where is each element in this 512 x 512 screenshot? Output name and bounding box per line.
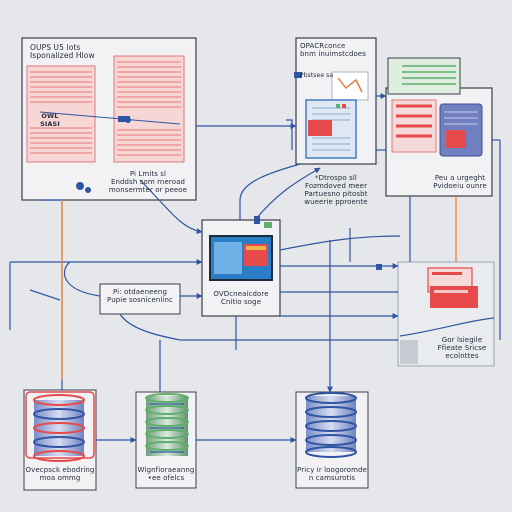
green-document <box>387 57 461 95</box>
node-right-mid-caption: Gor lsiegile Ffieate Sricse ecolnttes <box>437 336 487 360</box>
node-bottom-center-caption: Wlgnfioraeanng •ee ofelcs <box>137 466 195 482</box>
node-bottom-center[interactable] <box>135 391 197 489</box>
connector-plug-icon <box>118 116 130 122</box>
node-top-left[interactable] <box>21 37 197 201</box>
node-left-mid-caption: Pi: otdaeneeng Pupie sosnicenlinc <box>107 288 173 304</box>
node-bottom-right-caption: Pricy ir loogoromde n camsurotis <box>297 466 367 482</box>
node-bottom-right[interactable] <box>295 391 369 489</box>
node-top-left-caption: Pi Lmits sl Enddsh som rneroad monsermte… <box>108 170 188 194</box>
node-center-caption: OVDcneaicdore Cnitio soge <box>213 290 269 306</box>
node-right-mid[interactable] <box>397 261 495 367</box>
node-left-mid-frame <box>99 283 181 315</box>
accent-lines <box>61 196 457 380</box>
node-left-mid[interactable] <box>99 283 181 315</box>
node-top-left-inner-label: OWL SIASI <box>40 112 60 128</box>
node-top-center-sublabel: Pbstsee sa <box>300 72 334 79</box>
doc-lines-left <box>30 71 92 154</box>
node-bottom-left[interactable] <box>23 389 97 491</box>
doc-lines-right <box>117 61 181 156</box>
mini-diagram-card <box>331 71 369 101</box>
blue-cylinder-icon <box>306 396 356 452</box>
node-top-center-caption: *Dtrospo sll Fozmdoved meer Partuesno pi… <box>304 174 368 206</box>
red-card-2 <box>430 286 478 308</box>
red-chip <box>446 130 466 148</box>
node-top-center-title: OPACRconce bnm inuimstcdoes <box>300 42 367 58</box>
connector-plugs <box>76 72 382 270</box>
red-tag <box>308 120 332 136</box>
node-bottom-left-caption: Ovecpsck ebodring moa ommg <box>25 466 95 482</box>
screen-panel-left <box>214 242 242 274</box>
mini-chart-icon <box>337 77 363 93</box>
node-center[interactable] <box>201 219 281 317</box>
node-top-left-title: OUPS U5 lots Isponalized Hlow <box>30 43 95 60</box>
node-top-center[interactable] <box>295 37 377 165</box>
node-top-right[interactable] <box>385 57 493 197</box>
node-top-right-caption: Peu a urgeght Pvidoeiu ounre <box>433 174 487 190</box>
inner-connector <box>39 111 181 125</box>
red-document-right <box>113 55 185 163</box>
